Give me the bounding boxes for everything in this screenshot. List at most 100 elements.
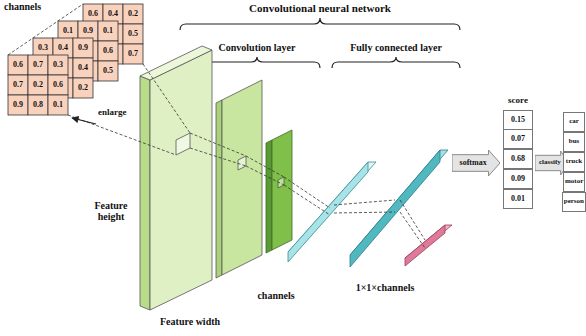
output-bar	[405, 225, 452, 266]
matrix-value: 0.2	[78, 84, 88, 93]
annotation-label: enlarge	[98, 108, 127, 118]
matrix-value: 0.5	[128, 30, 138, 39]
dashed-line	[190, 148, 246, 166]
matrix-value: 0.6	[13, 61, 23, 70]
projection-lines	[68, 64, 425, 248]
matrix-value: 0.3	[53, 61, 63, 70]
node-label: classify	[539, 159, 561, 167]
matrix-value: 0.5	[103, 67, 113, 76]
node-label: motor	[565, 178, 583, 186]
node-label: person	[564, 198, 584, 206]
class-cell: motor	[563, 172, 585, 192]
matrix-cell	[8, 95, 28, 115]
score-cell: 0.01	[503, 189, 533, 209]
node-label: truck	[566, 158, 582, 166]
dashed-line	[190, 133, 246, 156]
slab-face	[272, 130, 292, 250]
matrix-value: 0.7	[128, 50, 138, 59]
slab-edge	[216, 100, 222, 278]
matrix-value: 0.6	[53, 81, 63, 90]
matrix-cell	[28, 55, 48, 75]
dashed-line	[400, 200, 425, 240]
matrix-value: 0.6	[88, 10, 98, 19]
score-cell: 0.09	[503, 169, 533, 189]
node-label: 0.01	[511, 195, 525, 204]
bar-face	[350, 150, 440, 267]
node-label: car	[569, 118, 579, 126]
feature-slab	[216, 80, 262, 278]
node-label: 0.15	[511, 116, 525, 125]
braces	[180, 18, 460, 68]
axis-label: channels	[257, 290, 294, 301]
axis-label: Feature height	[88, 200, 134, 222]
matrix-cell	[8, 75, 28, 95]
matrix-value: 0.4	[58, 44, 68, 53]
matrix-cell	[73, 38, 93, 58]
matrix-cell	[73, 78, 93, 98]
slab-face	[222, 80, 262, 275]
kernel-window	[238, 156, 246, 170]
matrix-value: 0.7	[13, 81, 23, 90]
axis-label: channels	[4, 1, 41, 12]
score-cell: 0.15	[503, 110, 533, 130]
class-cell: truck	[563, 152, 585, 172]
slab-edge	[140, 76, 150, 310]
matrix-cell	[123, 24, 143, 44]
matrix-cell	[28, 95, 48, 115]
dashed-line	[284, 177, 330, 208]
axis-label: Feature width	[160, 316, 220, 327]
score-cell: 0.68	[503, 149, 533, 169]
matrix-cell	[73, 58, 93, 78]
node-label: 0.68	[511, 155, 525, 164]
bar-face	[405, 225, 445, 266]
matrix-cell	[48, 95, 68, 115]
matrix-value: 0.2	[128, 10, 138, 19]
class-cell: car	[563, 112, 585, 132]
dashed-line	[284, 185, 330, 215]
matrix-cell	[98, 41, 118, 61]
matrix-value: 0.2	[33, 81, 43, 90]
section-label: Convolution layer	[219, 42, 296, 53]
dashed-line	[246, 166, 284, 185]
brace	[180, 18, 460, 30]
section-label: Fully connected layer	[350, 42, 442, 53]
softmax-arrow: softmax	[452, 150, 500, 176]
matrix-cell	[98, 21, 118, 41]
dashed-line	[68, 115, 176, 155]
matrix-value: 0.3	[38, 44, 48, 53]
brace	[195, 57, 320, 68]
matrix-cell	[123, 4, 143, 24]
channel-matrix	[8, 4, 143, 115]
feature-slab	[266, 130, 292, 253]
title-label: Convolutional neural network	[249, 2, 391, 14]
matrix-value: 0.1	[63, 27, 73, 36]
enlarge-arrow	[72, 118, 96, 124]
node-label: softmax	[460, 159, 487, 168]
matrix-cell	[123, 44, 143, 64]
kernel-window	[176, 133, 190, 155]
matrix-value: 0.4	[78, 64, 88, 73]
feature-slab	[140, 46, 212, 310]
slab-face	[150, 50, 212, 310]
dashed-line	[334, 200, 395, 205]
matrix-value: 0.1	[103, 27, 113, 36]
matrix-value: 0.1	[53, 101, 63, 110]
bar-face	[288, 162, 368, 262]
matrix-value: 0.4	[108, 10, 118, 19]
matrix-cell	[28, 75, 48, 95]
matrix-value: 0.9	[78, 44, 88, 53]
dashed-line	[334, 212, 395, 213]
node-label: bus	[569, 138, 580, 146]
arrow-outline	[452, 150, 500, 176]
matrix-value: 0.7	[33, 61, 43, 70]
axis-label: 1×1×channels	[356, 282, 415, 293]
matrix-value: 0.6	[103, 47, 113, 56]
matrix-value: 0.8	[33, 101, 43, 110]
matrix-cell	[48, 55, 68, 75]
fc-bar	[350, 150, 448, 267]
class-cell: bus	[563, 132, 585, 152]
dashed-line	[246, 156, 284, 177]
matrix-cell	[48, 75, 68, 95]
